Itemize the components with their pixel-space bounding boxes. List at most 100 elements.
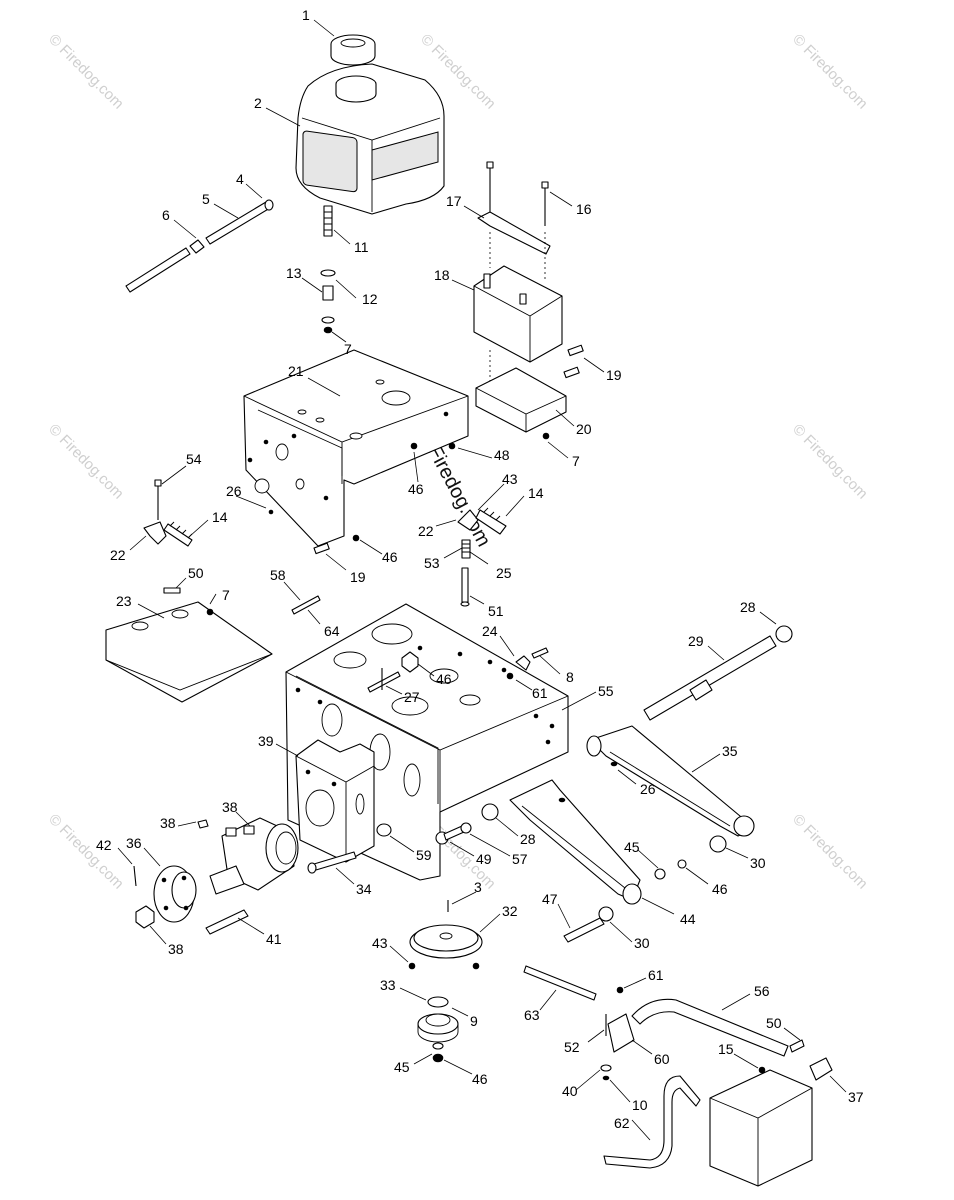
callout-14-left: 14 <box>212 509 228 525</box>
callout-62: 62 <box>614 1115 630 1131</box>
part-motor-mount <box>295 739 375 863</box>
part-handle-tube <box>631 998 833 1081</box>
callout-6: 6 <box>162 207 170 223</box>
callout-22-right: 22 <box>418 523 434 539</box>
callout-46-upper: 46 <box>408 481 424 497</box>
callout-30-lower: 30 <box>634 935 650 951</box>
callout-9: 9 <box>470 1013 478 1029</box>
callout-3: 3 <box>474 879 482 895</box>
watermark-low-left: © Firedog.com <box>45 811 127 893</box>
callout-38-pin: 38 <box>160 815 176 831</box>
callout-50-lower: 50 <box>766 1015 782 1031</box>
callout-7-guard: 7 <box>222 587 230 603</box>
callout-12: 12 <box>362 291 378 307</box>
leader-lines <box>117 19 847 1141</box>
callout-48: 48 <box>494 447 510 463</box>
callout-59: 59 <box>416 847 432 863</box>
part-lift-arm <box>586 725 755 837</box>
part-right-linkage <box>457 507 507 607</box>
part-upper-frame <box>243 349 469 547</box>
callout-43-lower: 43 <box>372 935 388 951</box>
callout-29: 29 <box>688 633 704 649</box>
callout-21: 21 <box>288 363 304 379</box>
part-tank-cap <box>330 34 376 66</box>
watermark-mid-left: © Firedog.com <box>45 421 127 503</box>
callout-26-upper: 26 <box>226 483 242 499</box>
callout-47: 47 <box>542 891 558 907</box>
part-wheel-hub <box>133 865 249 935</box>
part-frame-hardware <box>268 442 456 555</box>
callout-43-upper: 43 <box>502 471 518 487</box>
part-hydraulic-tank <box>295 63 445 215</box>
callout-4: 4 <box>236 171 244 187</box>
callout-52: 52 <box>564 1039 580 1055</box>
watermark-top-left: © Firedog.com <box>45 31 127 113</box>
callout-10: 10 <box>632 1097 648 1113</box>
callout-18: 18 <box>434 267 450 283</box>
callout-44: 44 <box>680 911 696 927</box>
callout-46-right: 46 <box>712 881 728 897</box>
callout-27: 27 <box>404 689 420 705</box>
callout-46-lower: 46 <box>472 1071 488 1087</box>
part-drive-pulley <box>408 900 483 970</box>
callout-19-upper: 19 <box>606 367 622 383</box>
callout-58: 58 <box>270 567 286 583</box>
parts <box>105 34 833 1187</box>
callout-15: 15 <box>718 1041 734 1057</box>
callout-38-nut: 38 <box>168 941 184 957</box>
callout-14-right: 14 <box>528 485 544 501</box>
part-hydraulic-motor <box>197 817 299 895</box>
callout-46-left: 46 <box>382 549 398 565</box>
callout-25: 25 <box>496 565 512 581</box>
watermark-top-right: © Firedog.com <box>789 31 871 113</box>
part-washer-set <box>654 835 727 880</box>
callout-64: 64 <box>324 623 340 639</box>
callout-11: 11 <box>354 239 369 255</box>
watermark-mid-right: © Firedog.com <box>789 421 871 503</box>
part-pivot-hardware <box>376 803 499 845</box>
callout-40: 40 <box>562 1083 578 1099</box>
callout-49: 49 <box>476 851 492 867</box>
callout-63: 63 <box>524 1007 540 1023</box>
part-guard-plate <box>105 587 273 703</box>
callout-50-upper: 50 <box>188 565 204 581</box>
callout-13: 13 <box>286 265 302 281</box>
callout-labels: 1 2 4 5 6 11 13 12 7 17 16 18 19 21 20 7… <box>96 7 864 1131</box>
callout-2: 2 <box>254 95 262 111</box>
callout-60: 60 <box>654 1051 670 1067</box>
callout-56: 56 <box>754 983 770 999</box>
callout-28-lower: 28 <box>520 831 536 847</box>
part-main-frame-hardware <box>367 647 549 693</box>
part-bolt-34 <box>307 851 357 874</box>
callout-33: 33 <box>380 977 396 993</box>
watermark-low-right: © Firedog.com <box>789 811 871 893</box>
part-pin <box>291 595 321 615</box>
callout-22-left: 22 <box>110 547 126 563</box>
part-hose-assembly <box>125 199 274 293</box>
callout-20: 20 <box>576 421 592 437</box>
callout-45-lower: 45 <box>394 1059 410 1075</box>
part-hitch-handle <box>603 1075 701 1169</box>
callout-61-lower: 61 <box>648 967 664 983</box>
callout-37: 37 <box>848 1089 864 1105</box>
callout-32: 32 <box>502 903 518 919</box>
callout-54: 54 <box>186 451 202 467</box>
callout-19-lower: 19 <box>350 569 366 585</box>
part-left-linkage <box>143 479 193 547</box>
callout-28-upper: 28 <box>740 599 756 615</box>
callout-36: 36 <box>126 835 142 851</box>
callout-7-right: 7 <box>572 453 580 469</box>
callout-57: 57 <box>512 851 528 867</box>
callout-24: 24 <box>482 623 498 639</box>
callout-8: 8 <box>566 669 574 685</box>
callout-23: 23 <box>116 593 132 609</box>
callout-45-upper: 45 <box>624 839 640 855</box>
callout-51: 51 <box>488 603 504 619</box>
callout-17: 17 <box>446 193 462 209</box>
callout-61-upper: 61 <box>532 685 548 701</box>
part-hydraulic-cylinder <box>643 625 793 721</box>
part-tank-fittings <box>320 205 336 334</box>
callout-16: 16 <box>576 201 592 217</box>
callout-55: 55 <box>598 683 614 699</box>
